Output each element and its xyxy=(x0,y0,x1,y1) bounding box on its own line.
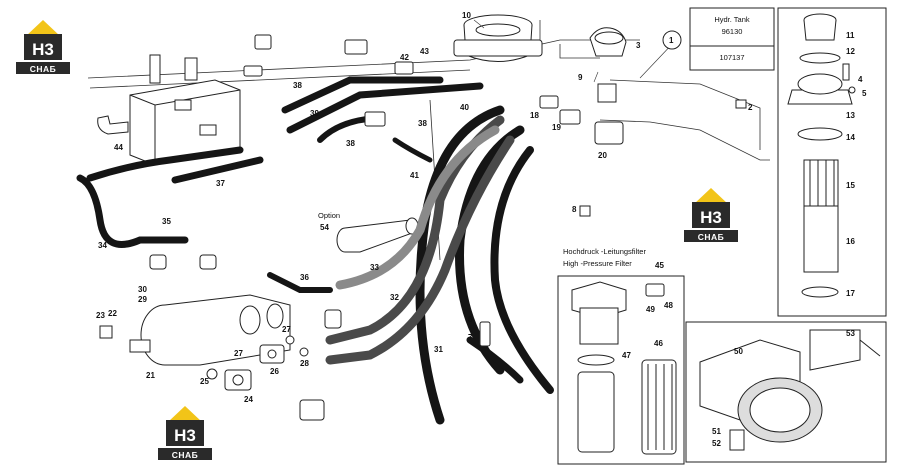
callout-number: 3 xyxy=(636,41,641,50)
callout-number: 2 xyxy=(748,103,753,112)
callout-number: 29 xyxy=(138,295,147,304)
callout-number: 42 xyxy=(400,53,409,62)
small-fittings xyxy=(149,34,747,421)
hose-lines xyxy=(76,76,554,425)
valve-block xyxy=(129,54,241,166)
watermark-text: СНАБ xyxy=(698,232,725,242)
callout-number: 44 xyxy=(114,143,123,152)
callout-number: 7 xyxy=(468,333,473,342)
callout-number: 27 xyxy=(234,349,243,358)
callout-number: 46 xyxy=(654,339,663,348)
callout-number: 45 xyxy=(655,261,664,270)
callout-number: 35 xyxy=(162,217,171,226)
watermark-text: H3 xyxy=(174,426,196,445)
callout-number: 49 xyxy=(646,305,655,314)
callout-number: 5 xyxy=(862,89,867,98)
callout-number: 30 xyxy=(138,285,147,294)
callout-number: 54 xyxy=(320,223,329,232)
callout-number: 22 xyxy=(108,309,117,318)
callout-number: 17 xyxy=(846,289,855,298)
callout-number: 38 xyxy=(293,81,302,90)
callout-number: 10 xyxy=(462,11,471,20)
callout-number: 25 xyxy=(200,377,209,386)
callout-number: 12 xyxy=(846,47,855,56)
callout-number: 9 xyxy=(578,73,583,82)
callout-number: 38 xyxy=(418,119,427,128)
callout-number: 43 xyxy=(420,47,429,56)
watermark-text: H3 xyxy=(32,40,54,59)
filter-caption-en: High -Pressure Filter xyxy=(563,259,632,268)
elbow-fitting-left xyxy=(97,115,129,135)
callout-number: 6 xyxy=(468,315,473,324)
callout-number: 48 xyxy=(664,301,673,310)
motor-detail-panel xyxy=(685,321,887,463)
callout-number: 33 xyxy=(370,263,379,272)
tank-detail-panel xyxy=(777,7,887,317)
callout-number: 24 xyxy=(244,395,253,404)
callout-number: 8 xyxy=(572,205,577,214)
callout-number: 51 xyxy=(712,427,721,436)
callout-number: 20 xyxy=(598,151,607,160)
hydraulic-tank-assembly xyxy=(453,14,627,103)
watermark-text: СНАБ xyxy=(172,450,199,460)
callout-number: 41 xyxy=(410,171,419,180)
pump-flanges xyxy=(206,335,309,391)
info-box-ref: 107137 xyxy=(719,53,744,62)
watermark-logo: H3 СНАБ xyxy=(684,188,738,242)
watermark-logo: H3 СНАБ xyxy=(16,20,70,74)
callout-number: 37 xyxy=(216,179,225,188)
callout-number: 28 xyxy=(300,359,309,368)
callout-number: 21 xyxy=(146,371,155,380)
callout-number: 53 xyxy=(846,329,855,338)
callout-number: 50 xyxy=(734,347,743,356)
callout-number: 4 xyxy=(858,75,863,84)
callout-number: 11 xyxy=(846,31,855,40)
part-callouts: 1 2 3 4 5 6 7 8 9 10 11 12 13 14 15 16 1… xyxy=(96,11,867,448)
watermark-text: H3 xyxy=(700,208,722,227)
filter-detail-panel xyxy=(557,275,685,465)
option-label: Option xyxy=(318,211,340,220)
callout-number: 31 xyxy=(434,345,443,354)
callout-number: 52 xyxy=(712,439,721,448)
callout-number: 34 xyxy=(98,241,107,250)
callout-number: 1 xyxy=(669,36,674,45)
callout-number: 14 xyxy=(846,133,855,142)
callout-number: 23 xyxy=(96,311,105,320)
callout-number: 16 xyxy=(846,237,855,246)
callout-number: 15 xyxy=(846,181,855,190)
filter-caption-de: Hochdruck -Leitungsfilter xyxy=(563,247,646,256)
callout-number: 18 xyxy=(530,111,539,120)
callout-number: 47 xyxy=(622,351,631,360)
callout-number: 32 xyxy=(390,293,399,302)
info-box: Hydr. Tank 96130 107137 xyxy=(689,7,775,71)
callout-number: 38 xyxy=(346,139,355,148)
hydraulic-pump xyxy=(99,294,291,366)
callout-number: 26 xyxy=(270,367,279,376)
callout-number: 27 xyxy=(282,325,291,334)
callout-number: 36 xyxy=(300,273,309,282)
callout-number: 39 xyxy=(310,109,319,118)
callout-circle xyxy=(662,30,682,50)
info-box-title: Hydr. Tank xyxy=(714,15,750,24)
watermark-logo: H3 СНАБ xyxy=(158,406,212,460)
callout-number: 19 xyxy=(552,123,561,132)
watermark-text: СНАБ xyxy=(30,64,57,74)
callout-number: 13 xyxy=(846,111,855,120)
info-box-code: 96130 xyxy=(722,27,743,36)
callout-number: 40 xyxy=(460,103,469,112)
